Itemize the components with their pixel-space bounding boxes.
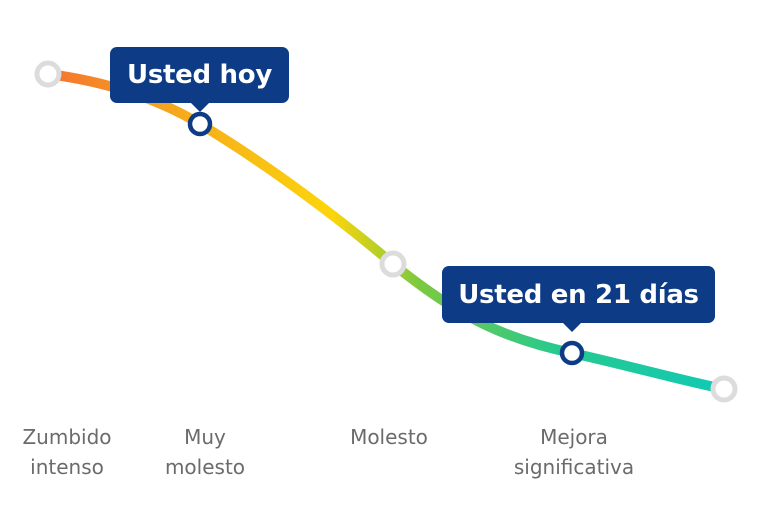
stage-label-line: Molesto xyxy=(350,425,428,449)
stage-marker-today xyxy=(187,111,213,137)
stage-label-line: Mejora xyxy=(540,425,608,449)
callout-usted-hoy: Usted hoy xyxy=(110,47,289,112)
stage-label-line: Muy xyxy=(184,425,226,449)
stage-label-muy-molesto: Muy molesto xyxy=(145,422,265,482)
stage-label-line: significativa xyxy=(513,455,635,479)
stage-label-line: Zumbido xyxy=(22,425,112,449)
stage-label-line: molesto xyxy=(164,455,246,479)
stage-label-mejora-significativa: Mejora significativa xyxy=(496,422,652,482)
stage-marker-day21 xyxy=(559,340,585,366)
callout-usted-en-21-dias: Usted en 21 días xyxy=(442,266,715,332)
stage-marker-start xyxy=(34,60,62,88)
stage-marker-molesto xyxy=(379,250,407,278)
stage-label-line: intenso xyxy=(30,455,104,479)
stage-marker-end xyxy=(710,375,738,403)
progress-curve xyxy=(43,69,729,394)
stage-label-molesto: Molesto xyxy=(330,422,448,452)
stage-label-zumbido-intenso: Zumbido intenso xyxy=(6,422,128,482)
